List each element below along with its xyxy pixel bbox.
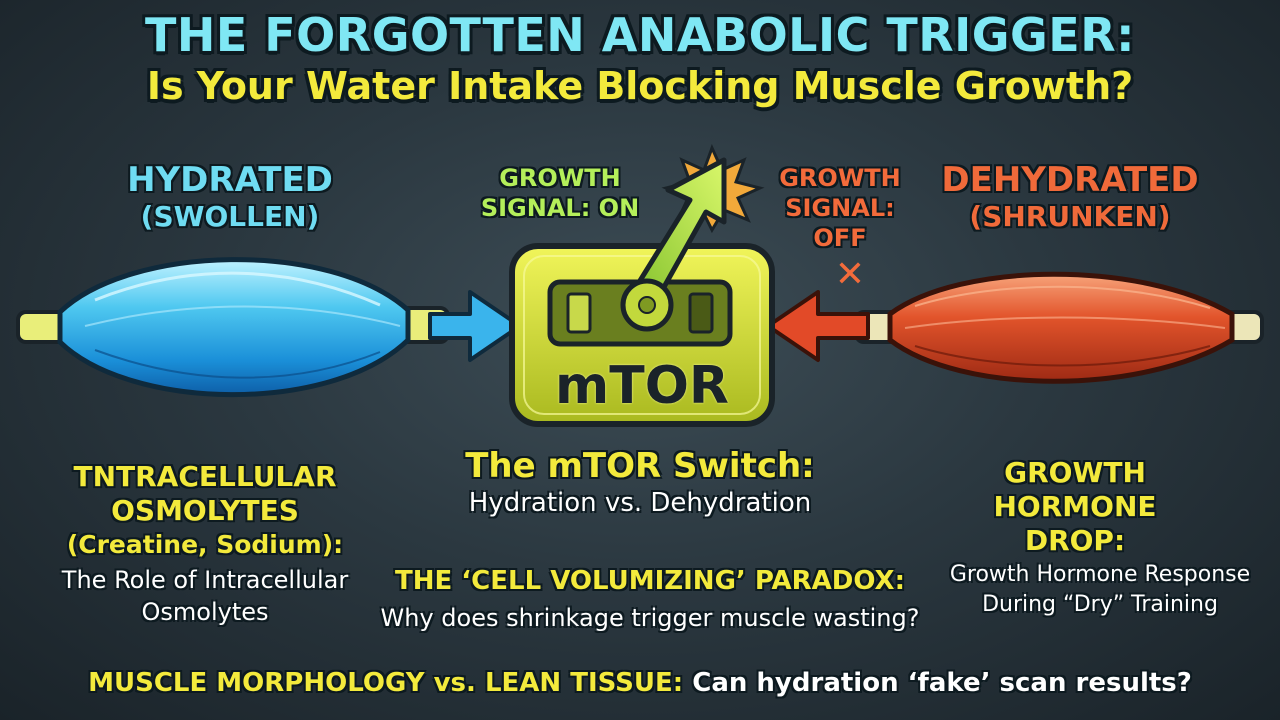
dehydrated-label: DEHYDRATED — [941, 160, 1199, 200]
hydrated-label: HYDRATED — [127, 160, 333, 200]
x-mark-icon: ✕ — [834, 254, 866, 295]
footer-line: MUSCLE MORPHOLOGY vs. LEAN TISSUE: Can h… — [0, 668, 1280, 698]
mtor-label: mTOR — [555, 356, 729, 416]
left-line2: OSMOLYTES — [111, 494, 299, 527]
right-line3: DROP: — [1024, 524, 1126, 557]
center-subtitle: Hydration vs. Dehydration — [468, 488, 812, 518]
right-line5: During “Dry” Training — [982, 592, 1218, 617]
left-line3: (Creatine, Sodium): — [66, 530, 344, 559]
paradox-subtitle: Why does shrinkage trigger muscle wastin… — [380, 604, 920, 632]
signal-off-line2: SIGNAL: — [785, 194, 895, 222]
right-line2: HORMONE — [993, 490, 1157, 523]
blue-arrow-icon — [428, 290, 522, 362]
growth-arrow-icon — [620, 157, 727, 332]
footer-bold: MUSCLE MORPHOLOGY vs. LEAN TISSUE: — [88, 668, 684, 698]
center-title: The mTOR Switch: — [465, 446, 815, 486]
red-arrow-icon — [766, 290, 870, 362]
left-line5: Osmolytes — [141, 598, 269, 626]
signal-off-line1: GROWTH — [779, 164, 901, 192]
left-line1: TNTRACELLULAR — [73, 460, 337, 493]
dehydrated-sublabel: (SHRUNKEN) — [969, 200, 1171, 233]
signal-on-line1: GROWTH — [499, 164, 621, 192]
right-line1: GROWTH — [1004, 456, 1146, 489]
page-title: THE FORGOTTEN ANABOLIC TRIGGER: — [144, 8, 1136, 62]
dehydrated-muscle-icon — [854, 271, 1264, 384]
mtor-switch-icon — [509, 243, 775, 427]
signal-off-line3: OFF — [813, 224, 867, 252]
page-subtitle: Is Your Water Intake Blocking Muscle Gro… — [146, 64, 1134, 108]
paradox-title: THE ‘CELL VOLUMIZING’ PARADOX: — [395, 566, 905, 596]
hydrated-sublabel: (SWOLLEN) — [140, 200, 320, 233]
signal-on-line2: SIGNAL: ON — [480, 194, 640, 222]
hydrated-muscle-icon — [16, 257, 450, 398]
left-line4: The Role of Intracellular — [61, 566, 349, 594]
footer-rest: Can hydration ‘fake’ scan results? — [683, 668, 1192, 698]
right-line4: Growth Hormone Response — [949, 562, 1251, 587]
